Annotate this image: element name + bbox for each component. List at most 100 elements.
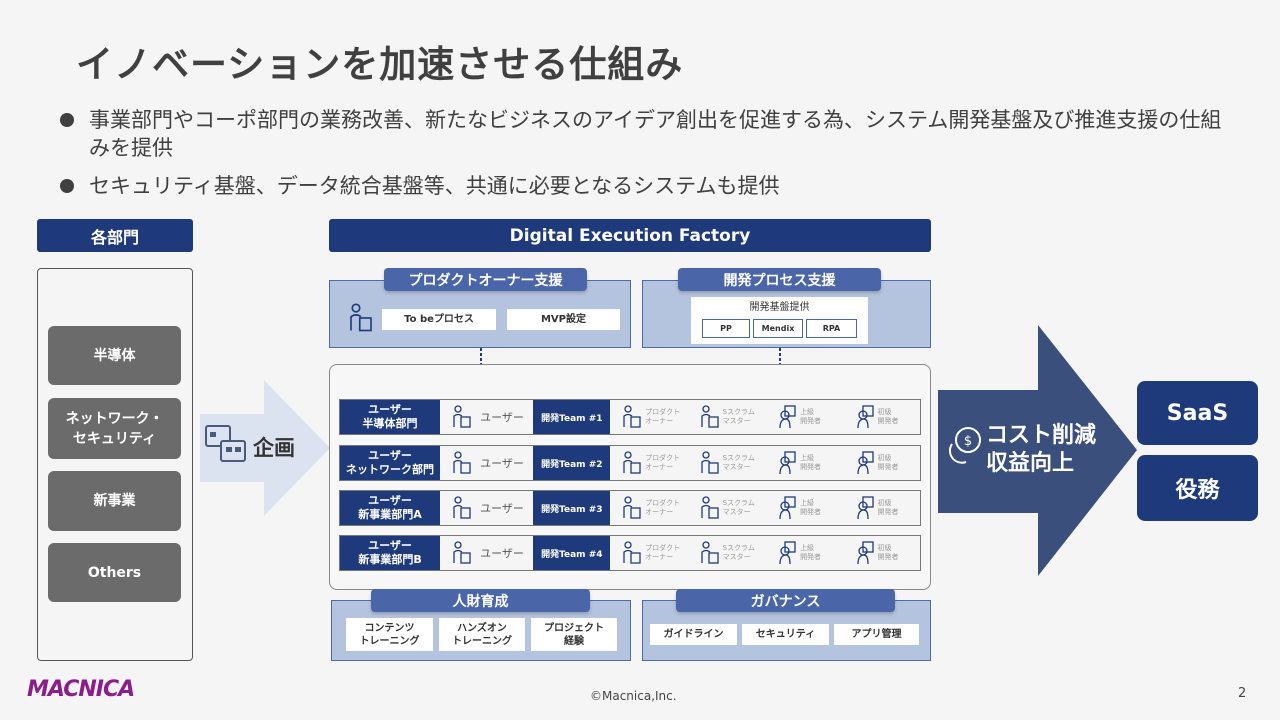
product-owner-icon	[350, 303, 372, 332]
product-owner-icon	[623, 496, 641, 519]
hr-label: 人財育成	[371, 589, 590, 612]
planning-arrow	[200, 380, 330, 516]
user-label: ユーザー	[480, 411, 524, 424]
governance-item: アプリ管理	[834, 624, 919, 645]
user-cell: ユーザー	[440, 446, 533, 480]
junior-developer-icon	[856, 496, 874, 520]
page-number: 2	[1238, 686, 1247, 701]
svg-text:$: $	[964, 434, 972, 449]
user-cell: ユーザー	[440, 491, 533, 525]
role-cell: 初級 開発者	[855, 400, 920, 434]
role-cell: プロダクト オーナー	[622, 446, 687, 480]
role-cell: プロダクト オーナー	[622, 400, 687, 434]
role-cell: Sスクラム マスター	[700, 491, 765, 525]
bullet: セキュリティ基盤、データ統合基盤等、共通に必要となるシステムも提供	[60, 172, 1240, 200]
def-header: Digital Execution Factory	[329, 219, 931, 252]
role-label: プロダクト オーナー	[645, 499, 681, 516]
role-label: 初級 開発者	[877, 408, 899, 425]
dev-team: 開発Team #3	[533, 491, 611, 525]
user-label: ユーザー	[480, 502, 524, 515]
scrum-master-icon	[700, 451, 719, 474]
role-cell: Sスクラム マスター	[700, 446, 765, 480]
team-row: ユーザー 新事業部門A ユーザー 開発Team #3 プロダクト オーナー Sスクラ…	[339, 490, 921, 526]
role-cell: Sスクラム マスター	[700, 400, 765, 434]
team-row: ユーザー 新事業部門B ユーザー 開発Team #4 プロダクト オーナー Sスクラ…	[339, 535, 921, 571]
role-cell: 初級 開発者	[855, 446, 920, 480]
user-department: ユーザー 半導体部門	[340, 400, 441, 434]
user-icon	[453, 541, 471, 564]
junior-developer-icon	[856, 541, 874, 565]
senior-developer-icon	[779, 451, 796, 475]
role-label: プロダクト オーナー	[645, 454, 681, 471]
role-label: プロダクト オーナー	[645, 408, 681, 425]
senior-developer-icon	[779, 405, 796, 429]
product-owner-icon	[623, 451, 641, 474]
user-department: ユーザー ネットワーク部門	[340, 446, 441, 480]
dev-team: 開発Team #2	[533, 446, 611, 480]
role-label: 初級 開発者	[877, 454, 899, 471]
senior-developer-icon	[779, 496, 796, 520]
scrum-master-icon	[700, 541, 719, 564]
result-saas: SaaS	[1137, 381, 1258, 445]
hr-item: ハンズオン トレーニング	[439, 618, 525, 651]
senior-developer-icon	[779, 541, 796, 565]
role-label: Sスクラム マスター	[722, 544, 755, 561]
role-label: Sスクラム マスター	[722, 499, 755, 516]
departments-box	[37, 268, 193, 661]
user-cell: ユーザー	[440, 536, 533, 570]
page-title: イノベーションを加速させる仕組み	[76, 43, 684, 86]
department-item: 半導体	[48, 326, 181, 385]
role-label: 初級 開発者	[877, 544, 899, 561]
junior-developer-icon	[856, 405, 874, 429]
hr-item: コンテンツ トレーニング	[346, 618, 433, 651]
role-label: 上級 開発者	[800, 499, 822, 516]
role-cell: 上級 開発者	[777, 491, 842, 525]
role-cell: 初級 開発者	[855, 536, 920, 570]
user-label: ユーザー	[480, 457, 524, 470]
role-label: 上級 開発者	[800, 454, 822, 471]
role-label: Sスクラム マスター	[722, 408, 755, 425]
role-cell: 上級 開発者	[777, 400, 842, 434]
mvp-setting: MVP設定	[507, 309, 620, 330]
user-department: ユーザー 新事業部門A	[340, 491, 441, 525]
role-cell: 上級 開発者	[777, 446, 842, 480]
user-cell: ユーザー	[440, 400, 533, 434]
dev-team: 開発Team #4	[533, 536, 611, 570]
governance-item: ガイドライン	[650, 624, 737, 645]
platform-pp: PP	[702, 319, 750, 338]
role-cell: 初級 開発者	[855, 491, 920, 525]
role-label: プロダクト オーナー	[645, 544, 681, 561]
dev-platform-label: 開発基盤提供	[749, 302, 810, 313]
platform-rpa: RPA	[806, 319, 857, 338]
user-label: ユーザー	[480, 547, 524, 560]
dev-platform-box: 開発基盤提供 PP Mendix RPA	[691, 297, 868, 344]
junior-developer-icon	[856, 451, 874, 475]
user-department: ユーザー 新事業部門B	[340, 536, 441, 570]
governance-item: セキュリティ	[742, 624, 829, 645]
coins-icon: $	[949, 427, 981, 464]
to-be-process: To beプロセス	[382, 309, 496, 330]
result-service: 役務	[1137, 455, 1258, 521]
product-owner-icon	[623, 541, 641, 564]
bullet: 事業部門やコーポ部門の業務改善、新たなビジネスのアイデア創出を促進する為、システ…	[60, 106, 1240, 162]
po-support-label: プロダクトオーナー支援	[384, 268, 587, 291]
screens-icon	[205, 425, 246, 462]
product-owner-icon	[623, 405, 641, 428]
role-cell: 上級 開発者	[777, 536, 842, 570]
outcome-arrow	[938, 325, 1137, 576]
dev-process-label: 開発プロセス支援	[678, 268, 881, 291]
department-item: ネットワーク・ セキュリティ	[48, 398, 181, 459]
hr-item: プロジェクト 経験	[531, 618, 617, 651]
outcome-label: コスト削減 収益向上	[986, 423, 1097, 476]
department-item: 新事業	[48, 471, 181, 531]
role-label: 上級 開発者	[800, 408, 822, 425]
user-icon	[453, 405, 471, 428]
governance-label: ガバナンス	[676, 589, 895, 612]
scrum-master-icon	[700, 405, 719, 428]
role-cell: Sスクラム マスター	[700, 536, 765, 570]
macnica-logo: MACNICA	[27, 677, 135, 702]
copyright: ©Macnica,Inc.	[590, 689, 677, 703]
team-row: ユーザー ネットワーク部門 ユーザー 開発Team #2 プロダクト オーナー Sス…	[339, 445, 921, 481]
planning-label: 企画	[253, 436, 295, 460]
